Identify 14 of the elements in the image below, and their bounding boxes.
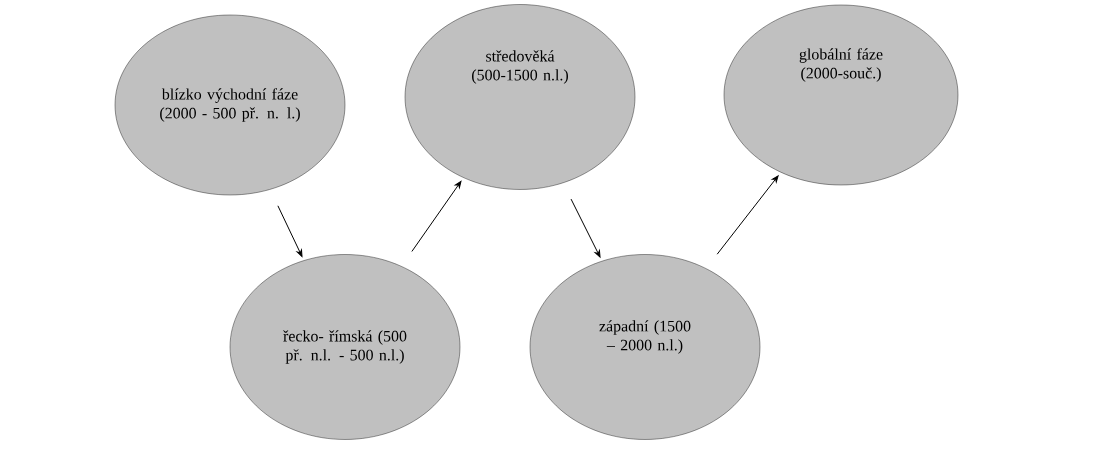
node-label: blízko východní fáze (2000 - 500 př. n. l.) bbox=[160, 88, 300, 122]
arrow bbox=[411, 180, 462, 252]
node-label: středověká (500-1500 n.l.) bbox=[472, 50, 568, 84]
arrow bbox=[277, 205, 303, 257]
ellipse-node bbox=[723, 4, 959, 186]
arrow bbox=[716, 175, 779, 255]
ellipse-node bbox=[404, 4, 636, 190]
ellipse-node bbox=[229, 254, 461, 440]
node-label: řecko- římská (500 př. n.l. - 500 n.l.) bbox=[283, 330, 407, 364]
node-label: západní (1500 – 2000 n.l.) bbox=[599, 320, 691, 354]
ellipse-node bbox=[529, 254, 761, 440]
node-label: globální fáze (2000-souč.) bbox=[799, 48, 883, 82]
arrow bbox=[570, 198, 601, 258]
ellipse-node bbox=[114, 14, 346, 196]
